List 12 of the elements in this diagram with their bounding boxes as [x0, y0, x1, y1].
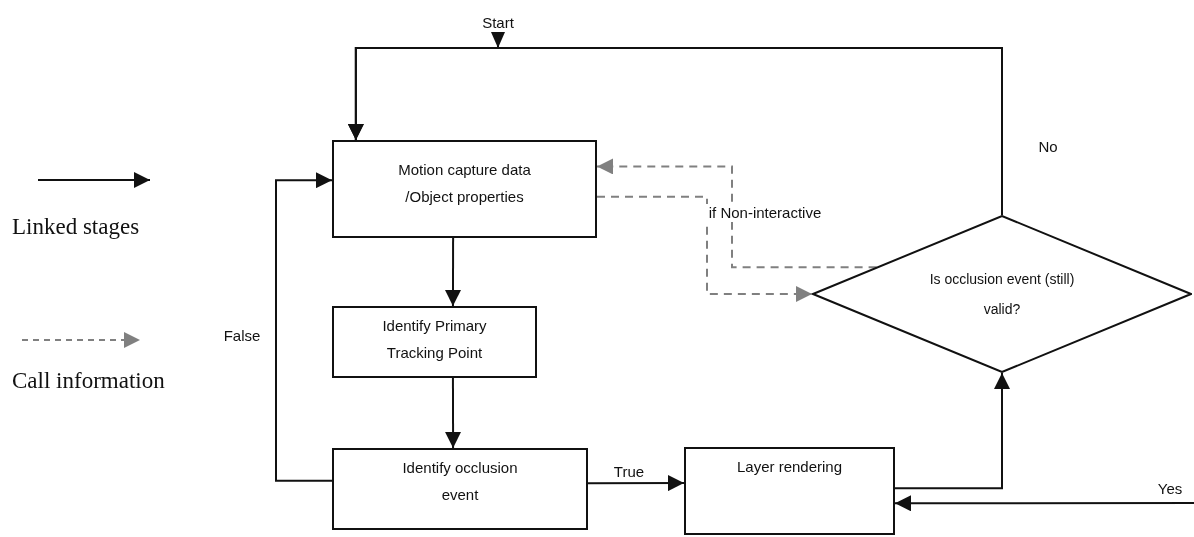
legend-text: Linked stages — [12, 214, 140, 240]
process-box — [332, 140, 597, 238]
box-text: Layer rendering — [736, 457, 843, 477]
process-box — [332, 306, 537, 378]
decision-text: Is occlusion event (still) valid? — [928, 270, 1076, 319]
box-text: Identify Primary Tracking Point — [381, 316, 488, 363]
box-text: Identify occlusion event — [401, 458, 519, 505]
process-box — [684, 447, 895, 535]
legend-text: Call information — [12, 368, 165, 394]
box-text: Motion capture data /Object properties — [397, 160, 532, 207]
start-label: Start — [468, 10, 528, 34]
process-box — [332, 448, 588, 530]
